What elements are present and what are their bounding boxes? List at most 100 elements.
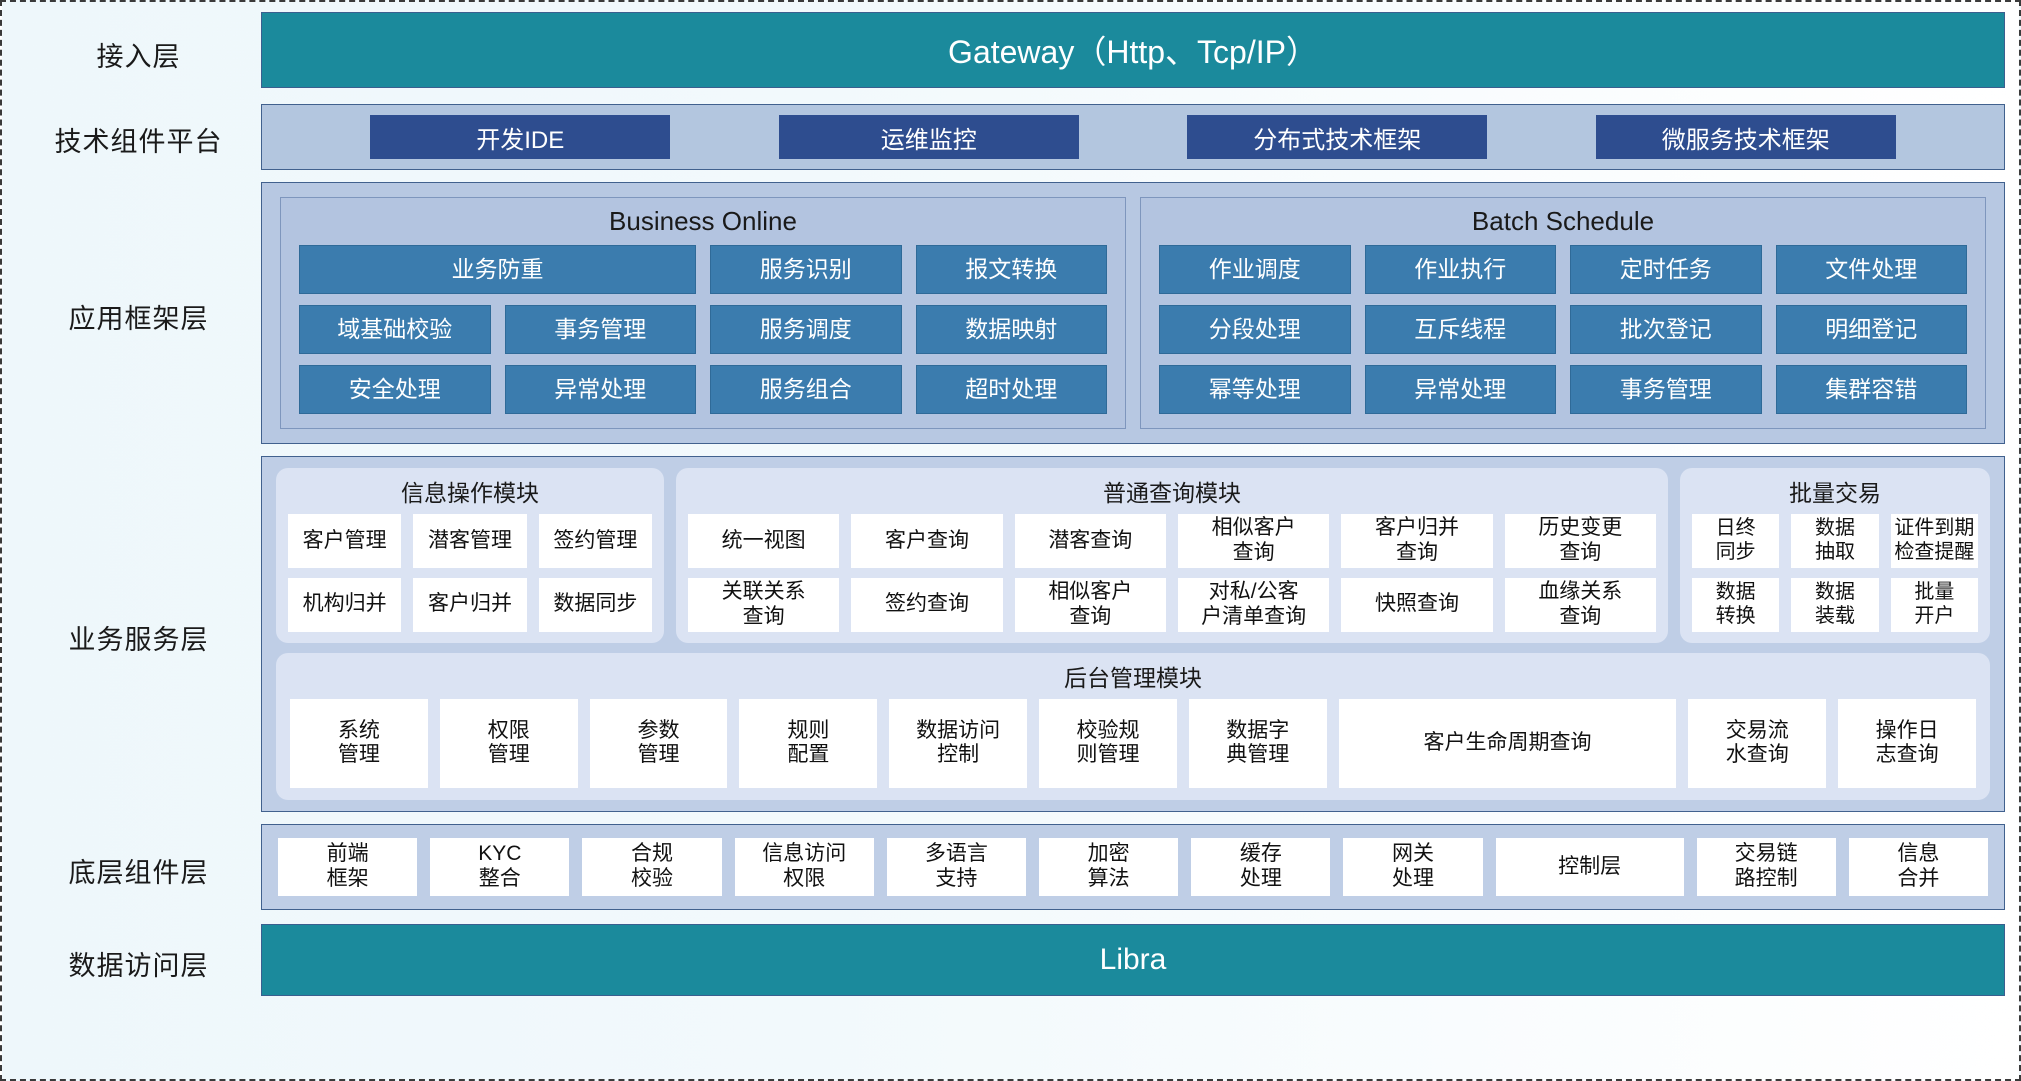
batch-transaction-cell[interactable]: 证件到期检查提醒 bbox=[1890, 514, 1978, 568]
tech-chip[interactable]: 运维监控 bbox=[778, 115, 1079, 159]
base-component-cell[interactable]: 加密算法 bbox=[1039, 838, 1179, 896]
tech-component-band: 开发IDE 运维监控 分布式技术框架 微服务技术框架 bbox=[261, 104, 2005, 170]
layer-row-access: 接入层 Gateway（Http、Tcp/IP） bbox=[16, 12, 2005, 96]
app-framework-cell[interactable]: 幂等处理 bbox=[1159, 365, 1351, 414]
layer-label-tech: 技术组件平台 bbox=[54, 126, 223, 157]
admin-module-cell[interactable]: 系统管理 bbox=[290, 698, 428, 788]
business-service-band: 信息操作模块 客户管理潜客管理签约管理机构归并客户归并数据同步 普通查询模块 统… bbox=[261, 456, 2005, 812]
info-operation-cell[interactable]: 客户管理 bbox=[288, 514, 402, 568]
app-framework-cell[interactable]: 异常处理 bbox=[504, 365, 696, 414]
app-framework-cell[interactable]: 事务管理 bbox=[504, 305, 696, 354]
module-group-admin: 后台管理模块 系统管理权限管理参数管理规则配置数据访问控制校验规则管理数据字典管… bbox=[276, 652, 1990, 800]
module-grid-common-query: 统一视图客户查询潜客查询相似客户查询客户归并查询历史变更查询关联关系查询签约查询… bbox=[688, 514, 1656, 632]
app-framework-cell[interactable]: 集群容错 bbox=[1775, 365, 1967, 414]
common-query-cell[interactable]: 快照查询 bbox=[1341, 577, 1493, 632]
app-framework-cell[interactable]: 报文转换 bbox=[915, 245, 1107, 294]
admin-module-cell[interactable]: 数据字典管理 bbox=[1188, 698, 1327, 788]
common-query-cell[interactable]: 关联关系查询 bbox=[688, 577, 840, 632]
batch-transaction-cell[interactable]: 批量开户 bbox=[1890, 577, 1978, 632]
admin-module-cell[interactable]: 操作日志查询 bbox=[1838, 698, 1976, 788]
base-component-cell[interactable]: 多语言支持 bbox=[886, 838, 1027, 896]
base-component-cell[interactable]: 信息访问权限 bbox=[734, 838, 874, 896]
layer-label-dataaccess: 数据访问层 bbox=[68, 950, 209, 981]
common-query-cell[interactable]: 客户归并查询 bbox=[1341, 514, 1493, 568]
common-query-cell[interactable]: 历史变更查询 bbox=[1504, 514, 1656, 568]
app-framework-cell[interactable]: 服务调度 bbox=[710, 305, 902, 354]
tech-chip[interactable]: 分布式技术框架 bbox=[1187, 115, 1488, 159]
info-operation-cell[interactable]: 签约管理 bbox=[538, 514, 652, 568]
module-title-batch-transaction: 批量交易 bbox=[1789, 480, 1881, 506]
layer-body-bizservice: 信息操作模块 客户管理潜客管理签约管理机构归并客户归并数据同步 普通查询模块 统… bbox=[261, 456, 2005, 818]
base-component-cell[interactable]: 控制层 bbox=[1495, 838, 1684, 896]
batch-transaction-cell[interactable]: 日终同步 bbox=[1692, 514, 1780, 568]
common-query-cell[interactable]: 统一视图 bbox=[688, 514, 840, 568]
module-title-common-query: 普通查询模块 bbox=[1103, 480, 1241, 506]
base-component-cell[interactable]: 合规校验 bbox=[582, 838, 722, 896]
common-query-cell[interactable]: 相似客户查询 bbox=[1014, 577, 1166, 632]
app-framework-group-title: Business Online bbox=[609, 206, 797, 236]
app-framework-cell[interactable]: 数据映射 bbox=[915, 305, 1107, 354]
app-framework-cell[interactable]: 超时处理 bbox=[915, 365, 1107, 414]
common-query-cell[interactable]: 签约查询 bbox=[851, 577, 1003, 632]
app-framework-cell[interactable]: 域基础校验 bbox=[299, 305, 491, 354]
common-query-cell[interactable]: 潜客查询 bbox=[1014, 514, 1166, 568]
app-framework-cell[interactable]: 作业调度 bbox=[1159, 245, 1351, 294]
app-framework-cell[interactable]: 明细登记 bbox=[1775, 305, 1967, 354]
base-component-cell[interactable]: 缓存处理 bbox=[1191, 838, 1331, 896]
batch-transaction-cell[interactable]: 数据抽取 bbox=[1791, 514, 1879, 568]
admin-module-cell[interactable]: 参数管理 bbox=[589, 698, 728, 788]
module-title-admin: 后台管理模块 bbox=[1064, 664, 1202, 691]
app-framework-cell[interactable]: 分段处理 bbox=[1159, 305, 1351, 354]
common-query-cell[interactable]: 对私/公客户清单查询 bbox=[1177, 577, 1330, 632]
app-framework-group: Business Online 业务防重服务识别报文转换域基础校验事务管理服务调度… bbox=[280, 197, 1126, 429]
admin-module-cell[interactable]: 校验规则管理 bbox=[1039, 698, 1177, 788]
app-framework-cell[interactable]: 安全处理 bbox=[299, 365, 491, 414]
info-operation-cell[interactable]: 机构归并 bbox=[288, 577, 402, 632]
app-framework-cell[interactable]: 文件处理 bbox=[1775, 245, 1967, 294]
app-framework-cell[interactable]: 异常处理 bbox=[1364, 365, 1556, 414]
common-query-cell[interactable]: 客户查询 bbox=[851, 514, 1003, 568]
base-component-cell[interactable]: 网关处理 bbox=[1343, 838, 1483, 896]
base-component-cell[interactable]: 信息合并 bbox=[1848, 838, 1988, 896]
layer-body-tech: 开发IDE 运维监控 分布式技术框架 微服务技术框架 bbox=[261, 104, 2005, 174]
layer-label-access: 接入层 bbox=[96, 41, 181, 72]
app-framework-cell[interactable]: 批次登记 bbox=[1570, 305, 1762, 354]
batch-transaction-cell[interactable]: 数据装载 bbox=[1791, 577, 1879, 632]
app-framework-cell[interactable]: 业务防重 bbox=[299, 245, 696, 294]
module-grid-admin: 系统管理权限管理参数管理规则配置数据访问控制校验规则管理数据字典管理客户生命周期… bbox=[290, 698, 1976, 788]
common-query-cell[interactable]: 相似客户查询 bbox=[1177, 514, 1330, 568]
tech-chip[interactable]: 开发IDE bbox=[370, 115, 671, 159]
layer-label-appframe: 应用框架层 bbox=[68, 303, 209, 334]
admin-module-cell[interactable]: 权限管理 bbox=[439, 698, 578, 788]
app-framework-cell[interactable]: 互斥线程 bbox=[1364, 305, 1556, 354]
app-framework-cell[interactable]: 服务组合 bbox=[710, 365, 902, 414]
admin-module-cell[interactable]: 数据访问控制 bbox=[889, 698, 1028, 788]
module-group-info-operation: 信息操作模块 客户管理潜客管理签约管理机构归并客户归并数据同步 bbox=[276, 468, 664, 643]
module-grid-info-operation: 客户管理潜客管理签约管理机构归并客户归并数据同步 bbox=[288, 514, 652, 632]
app-framework-group-title: Batch Schedule bbox=[1471, 206, 1655, 236]
info-operation-cell[interactable]: 潜客管理 bbox=[413, 514, 527, 568]
base-component-cell[interactable]: 前端框架 bbox=[278, 838, 418, 896]
app-framework-cell[interactable]: 服务识别 bbox=[710, 245, 902, 294]
admin-module-cell[interactable]: 规则配置 bbox=[739, 698, 878, 788]
app-framework-cell[interactable]: 事务管理 bbox=[1570, 365, 1762, 414]
info-operation-cell[interactable]: 数据同步 bbox=[538, 577, 652, 632]
module-group-batch-transaction: 批量交易 日终同步数据抽取证件到期检查提醒数据转换数据装载批量开户 bbox=[1680, 468, 1990, 643]
base-component-cell[interactable]: 交易链路控制 bbox=[1696, 838, 1836, 896]
admin-module-cell[interactable]: 交易流水查询 bbox=[1688, 698, 1827, 788]
tech-chip[interactable]: 微服务技术框架 bbox=[1595, 115, 1896, 159]
info-operation-cell[interactable]: 客户归并 bbox=[413, 577, 527, 632]
common-query-cell[interactable]: 血缘关系查询 bbox=[1504, 577, 1656, 632]
admin-module-cell[interactable]: 客户生命周期查询 bbox=[1338, 698, 1677, 788]
business-service-top-row: 信息操作模块 客户管理潜客管理签约管理机构归并客户归并数据同步 普通查询模块 统… bbox=[276, 468, 1990, 643]
batch-transaction-cell[interactable]: 数据转换 bbox=[1692, 577, 1780, 632]
app-framework-cell[interactable]: 作业执行 bbox=[1364, 245, 1556, 294]
layer-body-dataaccess: Libra bbox=[261, 924, 2005, 1002]
layer-body-access: Gateway（Http、Tcp/IP） bbox=[261, 12, 2005, 96]
module-group-common-query: 普通查询模块 统一视图客户查询潜客查询相似客户查询客户归并查询历史变更查询关联关… bbox=[676, 468, 1668, 643]
app-framework-cell[interactable]: 定时任务 bbox=[1570, 245, 1762, 294]
